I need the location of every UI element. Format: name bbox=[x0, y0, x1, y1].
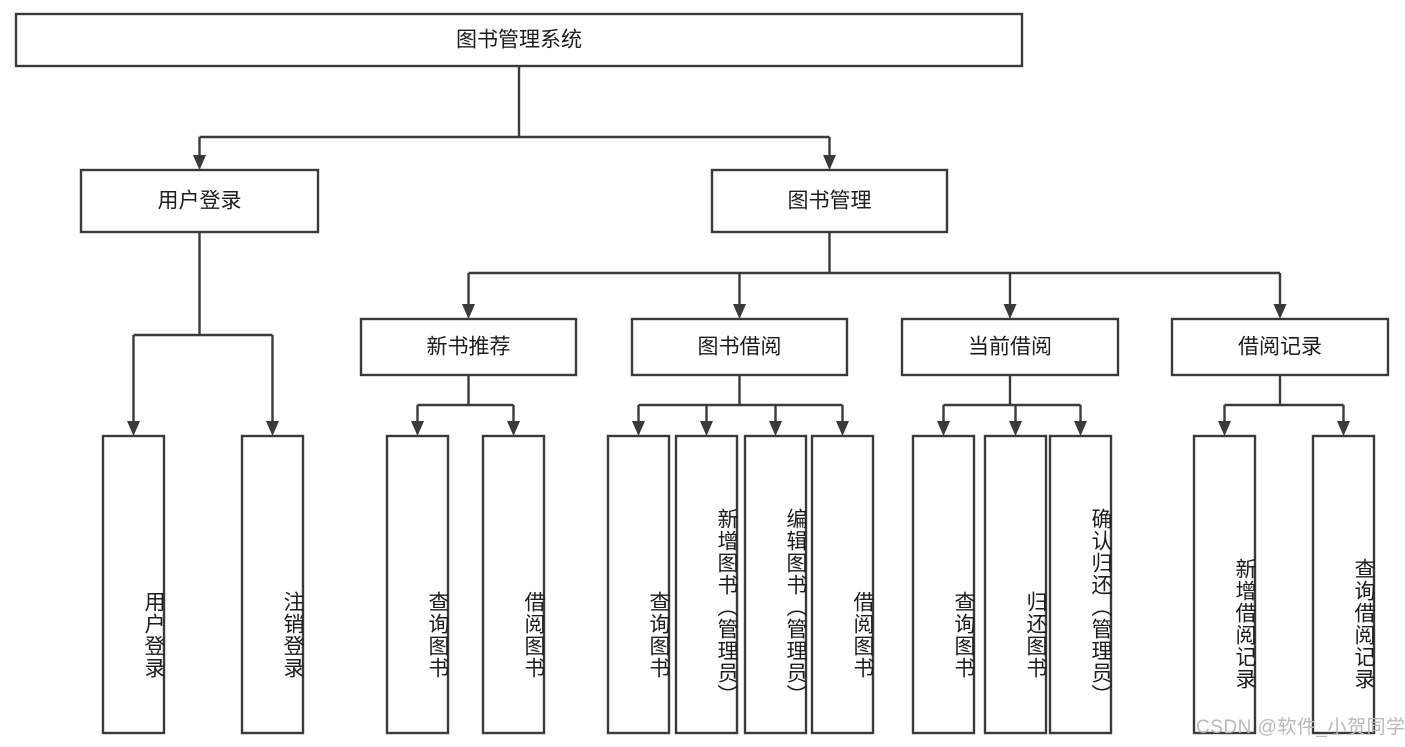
connector-to-leaf-query-book-1-arrowhead bbox=[411, 421, 424, 436]
node-leaf-user-login[interactable] bbox=[101, 434, 166, 735]
connector-to-leaf-borrow-book-1-arrowhead bbox=[507, 421, 520, 436]
connector-to-leaf-query-record-arrowhead bbox=[1337, 421, 1350, 436]
connector-to-book-borrow-arrowhead bbox=[733, 304, 746, 319]
node-current-borrow[interactable] bbox=[900, 317, 1120, 377]
node-leaf-add-book[interactable] bbox=[674, 434, 739, 735]
connector-to-leaf-logout-arrowhead bbox=[266, 421, 279, 436]
node-user-login[interactable] bbox=[79, 168, 320, 234]
connector-to-leaf-add-book-arrowhead bbox=[700, 421, 713, 436]
connector-to-user-login-arrowhead bbox=[193, 155, 206, 170]
node-user-login-label: 用户登录 bbox=[158, 190, 242, 213]
node-leaf-return-book[interactable] bbox=[983, 434, 1048, 735]
node-boxes bbox=[14, 12, 1390, 735]
connector-to-current-borrow-arrowhead bbox=[1003, 304, 1017, 319]
node-leaf-edit-book[interactable] bbox=[743, 434, 808, 735]
connector-to-leaf-add-record-arrowhead bbox=[1218, 421, 1231, 436]
connector-to-leaf-query-book-2-arrowhead bbox=[632, 421, 645, 436]
node-book-manage[interactable] bbox=[710, 168, 949, 234]
node-leaf-add-record[interactable] bbox=[1192, 434, 1257, 735]
node-book-borrow-label: 图书借阅 bbox=[698, 336, 782, 359]
connector-to-borrow-records-arrowhead bbox=[1273, 304, 1287, 319]
connector-to-leaf-confirm-return-arrowhead bbox=[1074, 421, 1087, 436]
connector-to-leaf-user-login-arrowhead bbox=[127, 421, 140, 436]
node-borrow-records-label: 借阅记录 bbox=[1238, 336, 1322, 359]
node-leaf-borrow-book-1[interactable] bbox=[481, 434, 546, 735]
connector-to-leaf-edit-book-arrowhead bbox=[769, 421, 782, 436]
node-new-book-recommend[interactable] bbox=[359, 317, 578, 377]
connector-to-book-manage-arrowhead bbox=[823, 155, 836, 170]
connector-lines bbox=[127, 66, 1350, 436]
node-root[interactable] bbox=[14, 12, 1024, 68]
node-book-borrow[interactable] bbox=[630, 317, 849, 377]
node-leaf-query-book-1[interactable] bbox=[385, 434, 450, 735]
node-leaf-query-book-3[interactable] bbox=[911, 434, 976, 735]
node-leaf-query-book-2[interactable] bbox=[606, 434, 671, 735]
node-borrow-records[interactable] bbox=[1170, 317, 1390, 377]
node-leaf-query-record[interactable] bbox=[1311, 434, 1376, 735]
watermark-credit: CSDN @软件_小贺同学 bbox=[1196, 717, 1405, 738]
node-leaf-logout[interactable] bbox=[240, 434, 305, 735]
node-current-borrow-label: 当前借阅 bbox=[968, 336, 1052, 359]
connector-to-leaf-borrow-book-2-arrowhead bbox=[836, 421, 849, 436]
node-root-label: 图书管理系统 bbox=[456, 29, 582, 52]
connector-to-leaf-query-book-3-arrowhead bbox=[937, 421, 950, 436]
connector-to-new-book-recommend-arrowhead bbox=[462, 304, 475, 319]
node-new-book-recommend-label: 新书推荐 bbox=[427, 336, 511, 359]
node-leaf-confirm-return[interactable] bbox=[1048, 434, 1113, 735]
node-book-manage-label: 图书管理 bbox=[788, 190, 872, 213]
connector-to-leaf-return-book-arrowhead bbox=[1009, 421, 1022, 436]
node-leaf-borrow-book-2[interactable] bbox=[810, 434, 875, 735]
